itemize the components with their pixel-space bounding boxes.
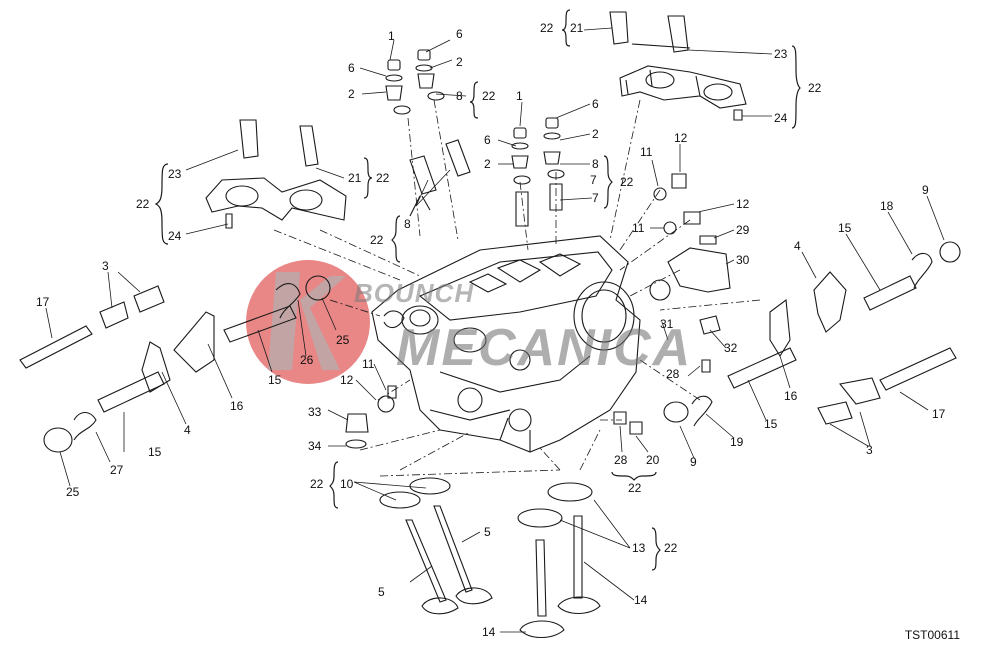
callout-label: 4 bbox=[184, 423, 191, 437]
callout-label: 7 bbox=[592, 191, 599, 205]
callout-label: 26 bbox=[300, 353, 314, 367]
callout-label: 22 bbox=[136, 197, 150, 211]
callout-label: 12 bbox=[340, 373, 354, 387]
callout-label: 2 bbox=[456, 55, 463, 69]
camshaft-cap-left bbox=[205, 119, 347, 229]
callout-label: 34 bbox=[308, 439, 322, 453]
callout-label: 22 bbox=[310, 477, 324, 491]
callout-label: 14 bbox=[634, 593, 648, 607]
callout-label: 22 bbox=[808, 81, 822, 95]
callout-label: 15 bbox=[764, 417, 778, 431]
callout-label: 15 bbox=[268, 373, 282, 387]
callout-label: 8 bbox=[404, 217, 411, 231]
callout-label: 5 bbox=[484, 525, 491, 539]
callout-label: 24 bbox=[774, 111, 788, 125]
rocker-assembly-left bbox=[19, 275, 331, 453]
callout-label: 28 bbox=[666, 367, 680, 381]
callout-label: 14 bbox=[482, 625, 496, 639]
callout-label: 2 bbox=[592, 127, 599, 141]
callout-label: 6 bbox=[592, 97, 599, 111]
callout-label: 21 bbox=[348, 171, 362, 185]
valve-parts-upper-right bbox=[511, 117, 565, 227]
callout-label: 2 bbox=[484, 157, 491, 171]
callout-label: 8 bbox=[592, 157, 599, 171]
callout-label: 23 bbox=[774, 47, 788, 61]
callout-label: 6 bbox=[348, 61, 355, 75]
callout-label: 22 bbox=[540, 21, 554, 35]
callout-label: 27 bbox=[110, 463, 124, 477]
callout-label: 32 bbox=[724, 341, 738, 355]
callout-label: 10 bbox=[340, 477, 354, 491]
callout-label: 11 bbox=[362, 357, 375, 371]
callout-label: 4 bbox=[794, 239, 801, 253]
callout-label: 18 bbox=[880, 199, 894, 213]
callout-label: 1 bbox=[516, 89, 523, 103]
callout-label: 25 bbox=[336, 333, 350, 347]
callout-label: 22 bbox=[376, 171, 390, 185]
callout-label: 25 bbox=[66, 485, 80, 499]
callout-label: 33 bbox=[308, 405, 322, 419]
callout-label: 21 bbox=[570, 21, 584, 35]
watermark-text-top: BOUNCH bbox=[354, 278, 475, 308]
callout-label: 11 bbox=[632, 221, 645, 235]
callout-label: 22 bbox=[370, 233, 384, 247]
callout-label: 24 bbox=[168, 229, 182, 243]
callout-label: 20 bbox=[646, 453, 660, 467]
callout-label: 6 bbox=[484, 133, 491, 147]
fittings-right bbox=[649, 173, 731, 373]
cylinder-head bbox=[371, 235, 641, 453]
callout-label: 3 bbox=[102, 259, 109, 273]
callout-label: 23 bbox=[168, 167, 182, 181]
callout-label: 22 bbox=[664, 541, 678, 555]
callout-label: 30 bbox=[736, 253, 750, 267]
valves-bottom bbox=[379, 477, 601, 639]
callout-label: 11 bbox=[640, 145, 653, 159]
callout-label: 22 bbox=[482, 89, 496, 103]
callout-label: 17 bbox=[36, 295, 50, 309]
callout-label: 12 bbox=[674, 131, 688, 145]
callout-label: 17 bbox=[932, 407, 946, 421]
callout-label: 9 bbox=[690, 455, 697, 469]
callout-label: 28 bbox=[614, 453, 628, 467]
camshaft-cap-upper-right bbox=[609, 11, 747, 121]
callout-label: 29 bbox=[736, 223, 750, 237]
small-fittings-bottom bbox=[613, 411, 643, 435]
callout-label: 1 bbox=[388, 29, 395, 43]
watermark-text-bottom: MECANICA bbox=[396, 319, 693, 377]
callout-label: 16 bbox=[784, 389, 798, 403]
callout-label: 5 bbox=[378, 585, 385, 599]
callout-label: 22 bbox=[620, 175, 634, 189]
callout-label: 16 bbox=[230, 399, 244, 413]
callout-label: 31 bbox=[660, 317, 674, 331]
callout-label: 12 bbox=[736, 197, 750, 211]
callout-label: 8 bbox=[456, 89, 463, 103]
callout-label: 3 bbox=[866, 443, 873, 457]
callout-label: 15 bbox=[148, 445, 162, 459]
callout-label: 9 bbox=[922, 183, 929, 197]
callout-label: 6 bbox=[456, 27, 463, 41]
rocker-assembly-right bbox=[663, 241, 961, 427]
fittings-left bbox=[345, 310, 405, 449]
diagram-code: TST00611 bbox=[904, 628, 960, 642]
valve-parts-upper-left bbox=[385, 49, 471, 217]
callout-label: 2 bbox=[348, 87, 355, 101]
callout-label: 7 bbox=[590, 173, 597, 187]
callout-label: 13 bbox=[632, 541, 646, 555]
callout-label: 19 bbox=[730, 435, 744, 449]
callout-label: 22 bbox=[628, 481, 642, 495]
callout-label: 15 bbox=[838, 221, 852, 235]
